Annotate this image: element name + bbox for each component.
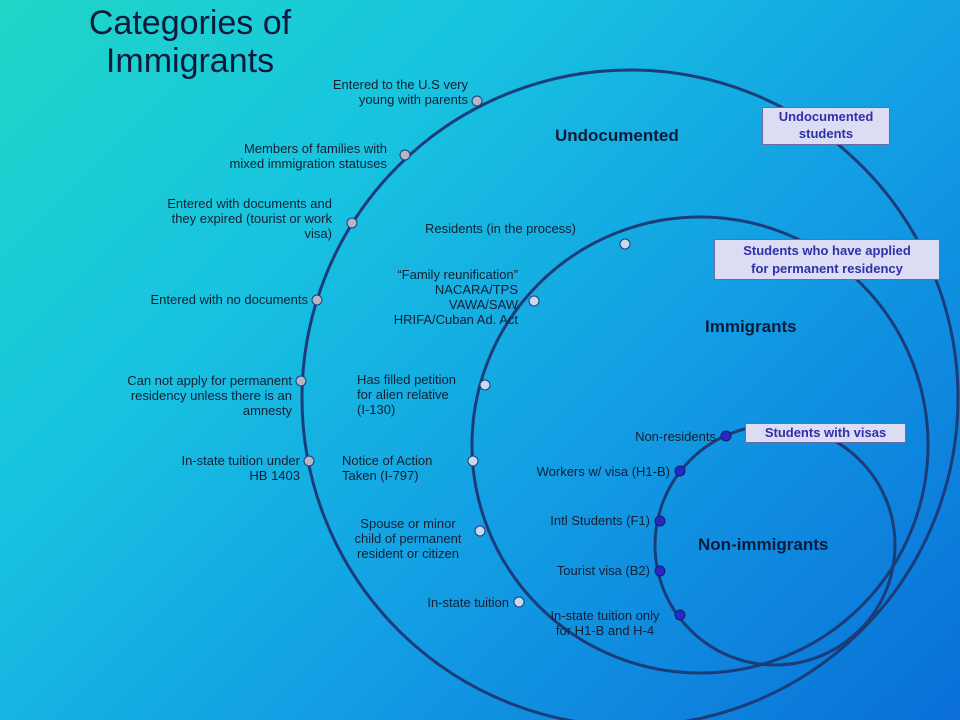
outer-dot: [399, 149, 411, 161]
undocumented-circle: [300, 68, 960, 720]
outer-dot: [311, 294, 323, 306]
outer-label: Entered with no documents: [150, 292, 308, 307]
immigrants-circle: [470, 215, 930, 675]
box-undocumented-students: Undocumented students: [762, 107, 890, 145]
middle-dot: [528, 295, 540, 307]
inner-dot: [720, 430, 732, 442]
outer-label: In-state tuition under HB 1403: [181, 453, 300, 483]
outer-dots: [295, 95, 483, 467]
region-undocumented: Undocumented: [555, 126, 679, 145]
inner-label: In-state tuition only for H1-B and H-4: [550, 608, 660, 638]
inner-label: Workers w/ visa (H1-B): [536, 464, 670, 479]
middle-label: “Family reunification” NACARA/TPS VAWA/S…: [393, 267, 518, 327]
inner-dot: [654, 565, 666, 577]
inner-label: Non-residents: [635, 429, 716, 444]
outer-dot: [471, 95, 483, 107]
inner-label: Tourist visa (B2): [556, 563, 650, 578]
outer-label: Entered to the U.S very young with paren…: [332, 77, 468, 107]
middle-dot: [513, 596, 525, 608]
outer-dot: [346, 217, 358, 229]
inner-label: Intl Students (F1): [550, 513, 650, 528]
inner-dot: [674, 465, 686, 477]
middle-label: Residents (in the process): [425, 221, 577, 236]
middle-label: In-state tuition: [427, 595, 509, 610]
outer-label: Can not apply for permanent residency un…: [127, 373, 292, 418]
inner-dot: [674, 609, 686, 621]
outer-label: Entered with documents and they expired …: [167, 196, 332, 241]
middle-dot: [619, 238, 631, 250]
box-students-visas: Students with visas: [745, 423, 906, 443]
middle-dots: [467, 238, 631, 608]
inner-dot: [654, 515, 666, 527]
middle-dot: [467, 455, 479, 467]
middle-label: Notice of Action Taken (I-797): [342, 453, 433, 483]
box-applied-residency: Students who have applied for permanent …: [714, 239, 940, 280]
middle-dot: [479, 379, 491, 391]
outer-dot: [295, 375, 307, 387]
region-non-immigrants: Non-immigrants: [698, 535, 829, 554]
page-title: Categories of Immigrants: [88, 4, 292, 80]
outer-dot: [303, 455, 315, 467]
inner-dots: [654, 430, 732, 621]
middle-label: Spouse or minor child of permanent resid…: [354, 516, 462, 561]
middle-label: Has filled petition for alien relative (…: [357, 372, 456, 417]
region-immigrants: Immigrants: [705, 317, 797, 336]
middle-dot: [474, 525, 486, 537]
outer-label: Members of families with mixed immigrati…: [229, 141, 388, 171]
